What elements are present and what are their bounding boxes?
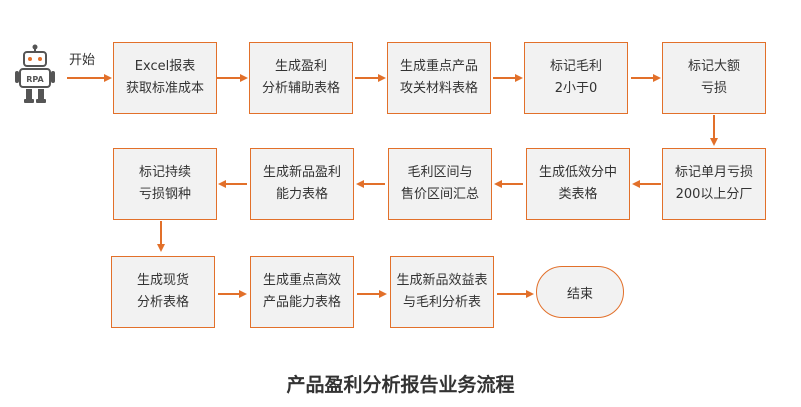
step-3-line-2: 攻关材料表格 bbox=[399, 81, 478, 96]
step-13-line-2: 与毛利分析表 bbox=[402, 295, 481, 310]
step-13-line-1: 生成新品效益表 bbox=[396, 273, 488, 288]
step-6-line-1: 标记单月亏损 bbox=[674, 165, 753, 180]
step-7-line-1: 生成低效分中 bbox=[538, 165, 617, 180]
step-3-box: 生成重点产品 攻关材料表格 bbox=[387, 42, 491, 114]
step-9-line-1: 生成新品盈利 bbox=[262, 165, 341, 180]
step-4-box: 标记毛利 2小于0 bbox=[524, 42, 628, 114]
step-5-line-2: 亏损 bbox=[700, 81, 727, 96]
step-5-line-1: 标记大额 bbox=[687, 59, 740, 74]
step-5-box: 标记大额 亏损 bbox=[662, 42, 766, 114]
step-6-line-2: 200以上分厂 bbox=[675, 187, 753, 202]
step-1-line-1: Excel报表 bbox=[134, 59, 196, 74]
step-10-line-1: 标记持续 bbox=[138, 165, 191, 180]
step-8-box: 毛利区间与 售价区间汇总 bbox=[388, 148, 492, 220]
step-4-line-2: 2小于0 bbox=[554, 81, 598, 96]
step-1-line-2: 获取标准成本 bbox=[125, 81, 204, 96]
end-label: 结束 bbox=[566, 286, 593, 302]
step-11-line-1: 生成现货 bbox=[136, 273, 189, 288]
end-terminal: 结束 bbox=[536, 266, 624, 318]
step-2-box: 生成盈利 分析辅助表格 bbox=[249, 42, 353, 114]
step-4-line-1: 标记毛利 bbox=[549, 59, 602, 74]
step-9-box: 生成新品盈利 能力表格 bbox=[250, 148, 354, 220]
step-7-box: 生成低效分中 类表格 bbox=[526, 148, 630, 220]
start-label: 开始 bbox=[69, 53, 96, 68]
rpa-robot-icon: RPA bbox=[12, 44, 58, 110]
diagram-title: 产品盈利分析报告业务流程 bbox=[286, 374, 515, 396]
step-9-line-2: 能力表格 bbox=[275, 187, 328, 202]
step-11-box: 生成现货 分析表格 bbox=[111, 256, 215, 328]
robot-icon-text: RPA bbox=[26, 75, 44, 84]
step-7-line-2: 类表格 bbox=[558, 187, 598, 202]
step-1-box: Excel报表 获取标准成本 bbox=[113, 42, 217, 114]
step-8-line-2: 售价区间汇总 bbox=[400, 187, 479, 202]
step-6-box: 标记单月亏损 200以上分厂 bbox=[662, 148, 766, 220]
step-10-line-2: 亏损钢种 bbox=[138, 187, 191, 202]
step-12-box: 生成重点高效 产品能力表格 bbox=[250, 256, 354, 328]
step-12-line-1: 生成重点高效 bbox=[262, 273, 341, 288]
step-13-box: 生成新品效益表 与毛利分析表 bbox=[390, 256, 494, 328]
step-2-line-2: 分析辅助表格 bbox=[261, 81, 340, 96]
step-8-line-1: 毛利区间与 bbox=[407, 165, 473, 180]
step-2-line-1: 生成盈利 bbox=[274, 59, 327, 74]
step-10-box: 标记持续 亏损钢种 bbox=[113, 148, 217, 220]
step-3-line-1: 生成重点产品 bbox=[399, 59, 478, 74]
step-11-line-2: 分析表格 bbox=[136, 295, 189, 310]
step-12-line-2: 产品能力表格 bbox=[262, 295, 341, 310]
